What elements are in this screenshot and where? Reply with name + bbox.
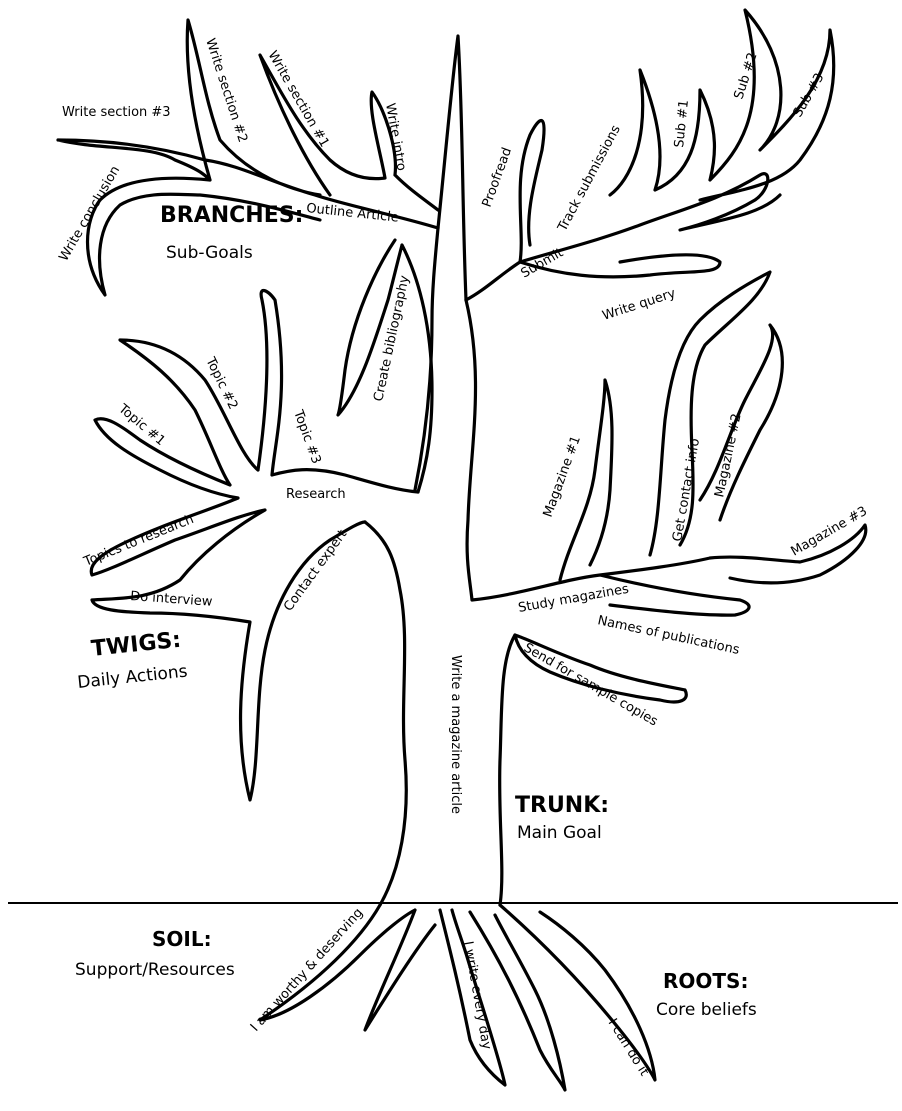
twig-label-magazine-1: Magazine #1 bbox=[541, 434, 584, 519]
branch-label-research: Research bbox=[286, 487, 346, 502]
twig-label-do-interview: Do interview bbox=[130, 589, 214, 610]
soil-title: SOIL: bbox=[152, 927, 212, 951]
twig-label-write-query: Write query bbox=[601, 286, 678, 324]
trunk-title: TRUNK: bbox=[515, 793, 609, 818]
twig-label-sub-3: Sub #3 bbox=[790, 71, 827, 120]
branches-title: BRANCHES: bbox=[160, 203, 303, 228]
twig-label-write-section-2: Write section #2 bbox=[202, 37, 250, 145]
roots-subtitle: Core beliefs bbox=[656, 1000, 757, 1020]
twig-label-names-of-publications: Names of publications bbox=[596, 613, 741, 658]
roots-title: ROOTS: bbox=[663, 969, 748, 993]
twig-label-magazine-2: Magazine #2 bbox=[712, 412, 744, 499]
twig-label-track-submissions: Track submissions bbox=[555, 123, 624, 235]
trunk-label: Write a magazine article bbox=[448, 655, 463, 814]
twig-label-write-intro: Write intro bbox=[382, 102, 409, 172]
twigs-subtitle: Daily Actions bbox=[76, 662, 188, 693]
twig-label-send-for-sample-copies: Send for sample copies bbox=[521, 640, 660, 729]
twig-label-write-section-1: Write section #1 bbox=[265, 49, 332, 151]
trunk-left-edge bbox=[365, 522, 406, 905]
branch-label-study-magazines: Study magazines bbox=[517, 582, 630, 616]
soil-subtitle: Support/Resources bbox=[75, 960, 235, 980]
twig-label-sub-2: Sub #2 bbox=[732, 51, 761, 101]
root-label-can-do-it: I can do it bbox=[605, 1016, 652, 1079]
branches-subtitle: Sub-Goals bbox=[166, 243, 253, 263]
twigs-title: TWIGS: bbox=[90, 628, 182, 662]
branch-label-submit: Submit bbox=[519, 245, 566, 281]
twig-label-get-contact-info: Get contact info bbox=[670, 437, 703, 543]
trunk-center-top bbox=[438, 36, 466, 300]
trunk-subtitle: Main Goal bbox=[517, 823, 602, 843]
twig-label-write-section-3: Write section #3 bbox=[62, 105, 171, 120]
twig-label-create-bibliography: Create bibliography bbox=[371, 274, 412, 403]
roots-outline bbox=[260, 905, 655, 1090]
twig-label-topics-to-research: Topics to research bbox=[81, 512, 196, 570]
twig-label-proofread: Proofread bbox=[480, 146, 515, 210]
twig-label-topic-3: Topic #3 bbox=[290, 407, 324, 466]
twig-label-contact-expert: Contact expert bbox=[281, 527, 350, 614]
root-label-worthy-deserving: I am worthy & deserving bbox=[248, 906, 366, 1035]
trunk-right-edge bbox=[500, 635, 515, 905]
root-label-write-every-day: I write every day bbox=[460, 940, 494, 1051]
twig-label-sub-1: Sub #1 bbox=[672, 99, 692, 148]
